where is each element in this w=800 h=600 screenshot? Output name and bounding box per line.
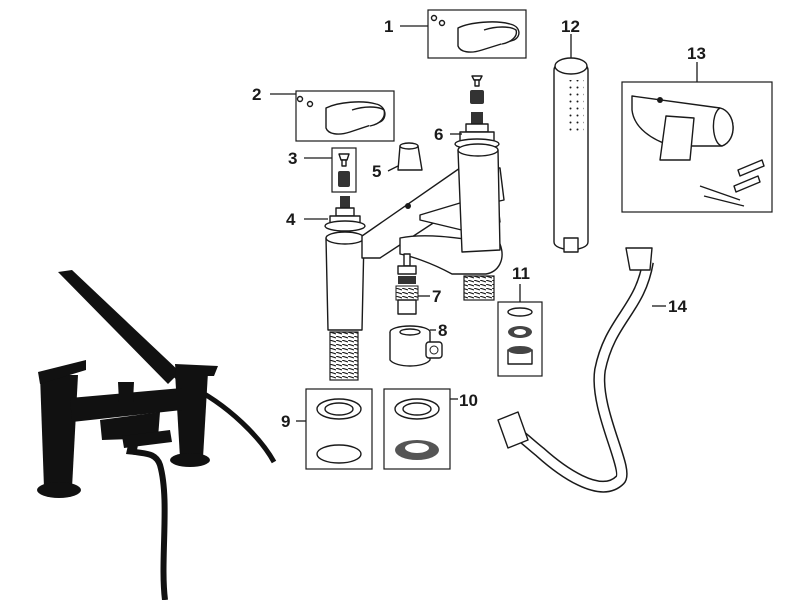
label-2: 2 [252, 85, 261, 104]
part-5-diverter-knob [387, 142, 423, 172]
product-photo [37, 270, 277, 600]
part-3-screw-and-insert [304, 147, 357, 193]
label-5: 5 [372, 162, 381, 181]
label-11: 11 [512, 264, 530, 283]
label-12: 12 [561, 17, 580, 36]
label-10: 10 [459, 391, 478, 410]
label-7: 7 [432, 287, 441, 306]
label-9: 9 [281, 412, 290, 431]
label-13: 13 [687, 44, 706, 63]
label-1: 1 [384, 17, 393, 36]
part-9-washers [296, 388, 373, 470]
valve-body [325, 143, 505, 381]
part-12-handshower [553, 34, 589, 253]
part-13-wall-bracket [621, 62, 773, 213]
part-1-lever-handle [400, 9, 527, 59]
label-6: 6 [434, 125, 443, 144]
label-3: 3 [288, 149, 297, 168]
part-6-right-cartridge [450, 75, 500, 150]
part-14-shower-hose [497, 247, 666, 493]
part-10-washers [383, 388, 458, 470]
label-8: 8 [438, 321, 447, 340]
label-14: 14 [668, 297, 687, 316]
part-8-diverter-body [389, 325, 443, 367]
part-11-aerator [497, 284, 543, 377]
label-4: 4 [286, 210, 296, 229]
part-2-lever-handle [270, 90, 395, 142]
part-4-left-cartridge [304, 196, 366, 232]
part-7-diverter-cartridge [395, 253, 430, 315]
